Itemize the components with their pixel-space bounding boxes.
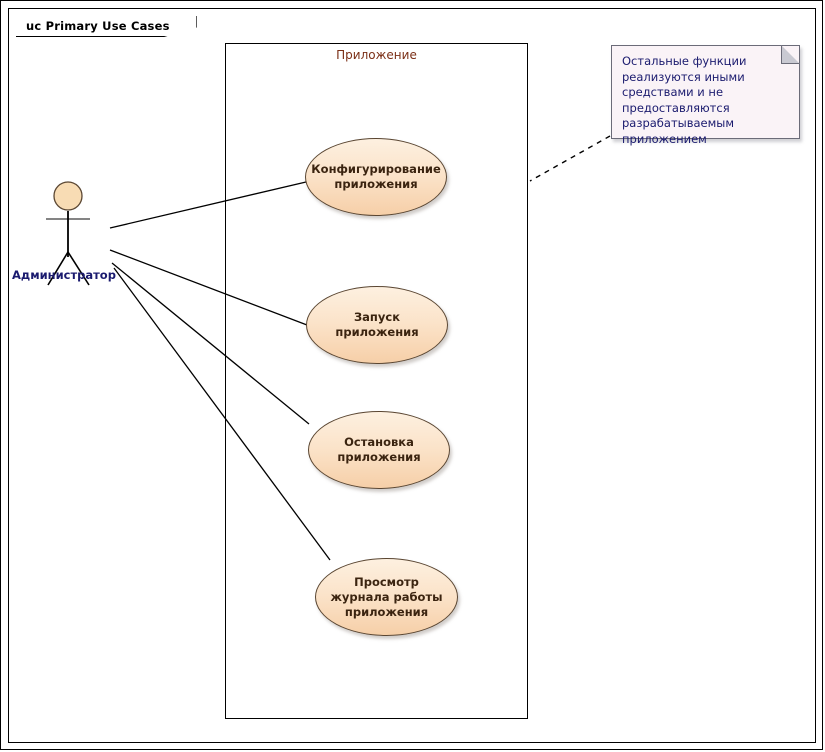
frame-tab-container: uc Primary Use Cases xyxy=(8,8,197,37)
use-case-view-log[interactable]: Просмотр журнала работы приложения xyxy=(315,558,458,636)
actor-label: Администратор xyxy=(12,268,116,282)
use-case-stop-label: Остановка приложения xyxy=(337,435,421,464)
use-case-start-label: Запуск приложения xyxy=(335,310,419,339)
use-case-configure-label: Конфигурирование приложения xyxy=(311,162,441,191)
system-boundary-label: Приложение xyxy=(336,48,417,62)
use-case-start[interactable]: Запуск приложения xyxy=(306,286,448,364)
use-case-configure[interactable]: Конфигурирование приложения xyxy=(305,138,447,216)
note-box[interactable]: Остальные функции реализуются иными сред… xyxy=(611,45,800,146)
note-text: Остальные функции реализуются иными сред… xyxy=(622,54,747,146)
use-case-stop[interactable]: Остановка приложения xyxy=(308,411,450,489)
frame-title-tab: uc Primary Use Cases xyxy=(16,16,197,37)
use-case-view-log-label: Просмотр журнала работы приложения xyxy=(330,574,443,619)
